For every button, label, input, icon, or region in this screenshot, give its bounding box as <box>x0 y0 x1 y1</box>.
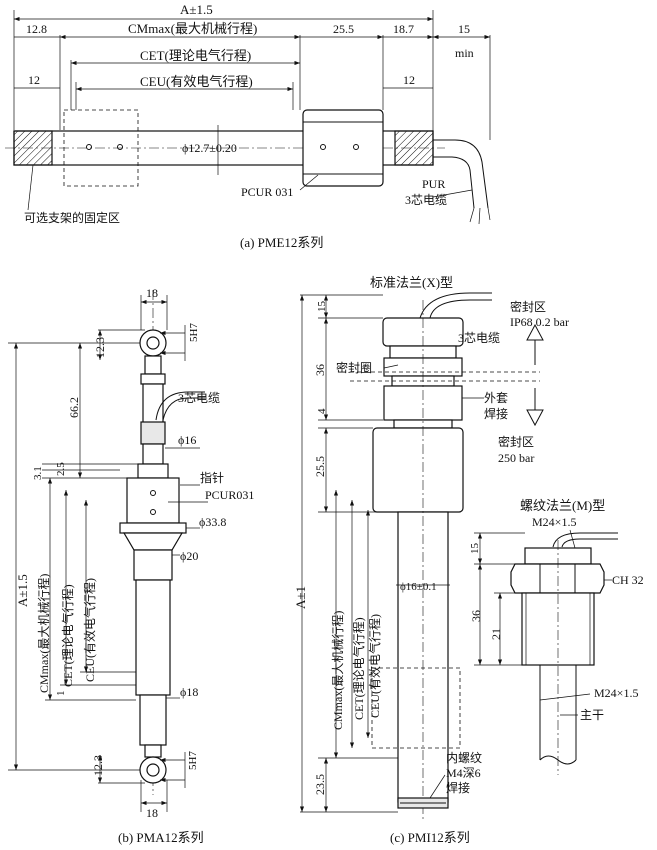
pmi12-250bar: 250 bar <box>498 451 534 465</box>
pme12-caption: (a) PME12系列 <box>240 235 323 250</box>
pmi12-cable: 3芯电缆 <box>458 331 500 345</box>
pmi12-m24-bot: M24×1.5 <box>594 686 638 700</box>
pmi12-inner-thread: 内螺纹 <box>446 751 482 765</box>
pma12-dim-3-1: 3.1 <box>32 466 44 480</box>
pma12-pcur: PCUR031 <box>205 488 254 502</box>
pme12-dim-18-7: 18.7 <box>393 22 414 36</box>
pme12-dim-25-5: 25.5 <box>333 22 354 36</box>
pma12-phi18: ϕ18 <box>180 685 198 699</box>
pmi12-dim-4: 4 <box>316 408 328 414</box>
pmi12-caption: (c) PMI12系列 <box>390 830 470 845</box>
pme12-bracket-label: 可选支架的固定区 <box>24 210 120 225</box>
pme12-dim-ceu: CEU(有效电气行程) <box>140 74 253 89</box>
pme12-dim-12-right: 12 <box>403 73 415 87</box>
pma12-dim-18-top: 18 <box>146 286 158 300</box>
pmi12-weld2: 焊接 <box>446 780 470 795</box>
pma12-phi16: ϕ16 <box>178 433 196 447</box>
pme12-dim-12-8: 12.8 <box>26 22 47 36</box>
pmi12-dim-36: 36 <box>313 364 327 376</box>
pmi12-m-dim-21: 21 <box>489 628 503 640</box>
pma12-cable-label: 3芯电缆 <box>178 391 220 405</box>
pma12-phi33-8: ϕ33.8 <box>199 515 226 529</box>
pme12-diameter: ϕ12.7±0.20 <box>182 141 237 155</box>
pma12-dim-cet: CET(理论电气行程) <box>60 584 75 687</box>
pma12-dim-12-3-bot: 12.3 <box>91 755 105 776</box>
pma12-dim-66-2: 66.2 <box>67 397 81 418</box>
pmi12-m-dim-15: 15 <box>469 543 481 555</box>
pme12-dim-cm: CMmax(最大机械行程) <box>128 21 257 36</box>
pmi12-dim-25-5: 25.5 <box>313 456 327 477</box>
pma12-dim-ceu: CEU(有效电气行程) <box>82 578 97 682</box>
pma12-dim-5h7-top: 5H7 <box>188 323 200 342</box>
pma12-dim-cm: CMmax(最大机械行程) <box>36 574 51 693</box>
pma12-dim-18-bot: 18 <box>146 806 158 820</box>
pma12-drawing <box>8 290 208 812</box>
pme12-drawing <box>5 10 491 225</box>
pmi12-m-dim-36: 36 <box>469 610 483 622</box>
pmi12-seal-ring: 密封圈 <box>336 360 372 375</box>
pma12-dim-12-3-top: 12.3 <box>93 337 107 358</box>
pmi12-dim-cet: CET(理论电气行程) <box>351 617 366 720</box>
pme12-pur-label: PUR <box>422 177 445 191</box>
pmi12-dim-23-5: 23.5 <box>313 774 327 795</box>
pma12-dim-a: A±1.5 <box>15 574 30 607</box>
pmi12-rod: 主干 <box>580 708 604 722</box>
pmi12-dim-cm: CMmax(最大机械行程) <box>330 611 345 730</box>
pme12-dim-12-left: 12 <box>28 73 40 87</box>
pmi12-seal-zone-2: 密封区 <box>498 434 534 449</box>
pmi12-dim-a: A±1 <box>293 586 308 609</box>
pmi12-flange-x: 标准法兰(X)型 <box>370 275 453 290</box>
pmi12-m24-top: M24×1.5 <box>532 515 576 529</box>
pma12-pointer: 指针 <box>200 470 224 485</box>
pme12-pcur-label: PCUR 031 <box>241 185 293 199</box>
pmi12-flange-m: 螺纹法兰(M)型 <box>520 498 605 513</box>
pma12-phi20: ϕ20 <box>180 549 198 563</box>
pmi12-seal-zone-1: 密封区 <box>510 299 546 314</box>
pme12-dim-15: 15 <box>458 22 470 36</box>
pmi12-dim-15: 15 <box>316 301 328 313</box>
pma12-dim-1: 1 <box>55 691 67 697</box>
pmi12-drawing <box>299 292 618 820</box>
pma12-dim-2-5: 2.5 <box>55 462 67 476</box>
pmi12-sleeve: 外套 <box>484 391 508 405</box>
pma12-caption: (b) PMA12系列 <box>118 830 204 845</box>
pmi12-weld: 焊接 <box>484 406 508 421</box>
pme12-cable-label: 3芯电缆 <box>405 193 447 207</box>
pmi12-ch32: CH 32 <box>612 573 644 587</box>
pmi12-m4: M4深6 <box>446 766 481 780</box>
pmi12-ip68: IP68 0.2 bar <box>510 315 569 329</box>
pme12-dim-cet: CET(理论电气行程) <box>140 48 251 63</box>
pmi12-phi16: ϕ16±0.1 <box>400 581 437 593</box>
pme12-dim-a: A±1.5 <box>180 2 213 17</box>
pme12-dim-min: min <box>455 46 474 60</box>
pmi12-dim-ceu: CEU(有效电气行程) <box>367 614 382 718</box>
pma12-dim-5h7-bot: 5H7 <box>187 751 199 770</box>
